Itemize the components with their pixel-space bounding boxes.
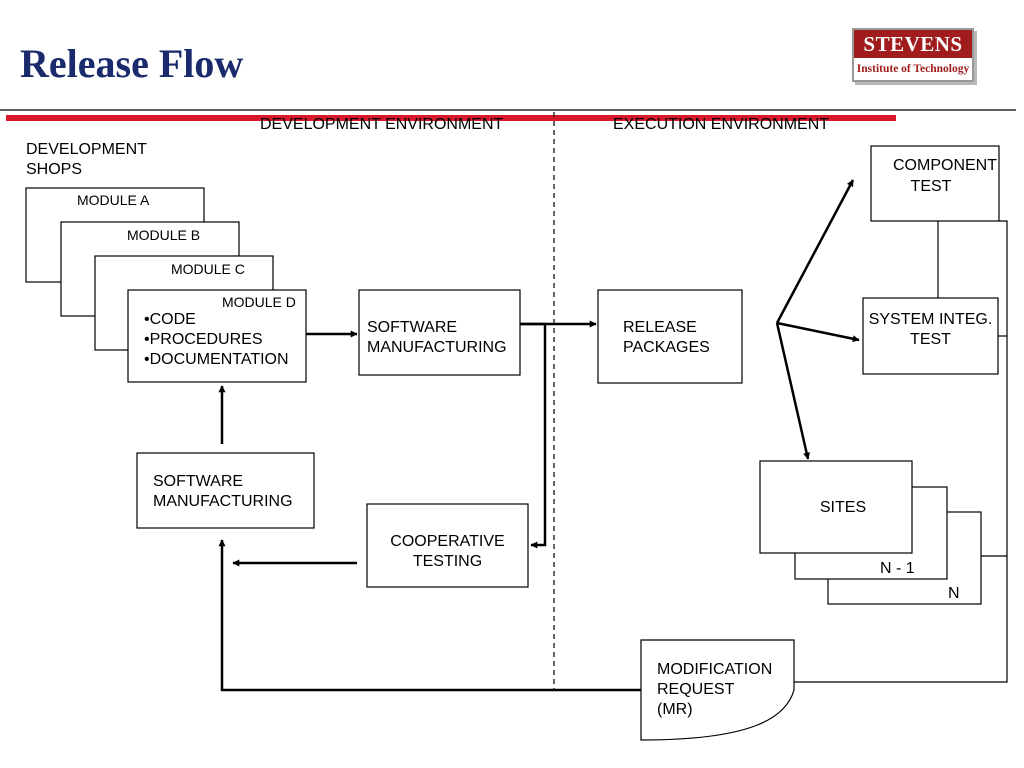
release-packages-line-1: RELEASE	[623, 319, 697, 336]
system-integ-test-line-1: SYSTEM INTEG.	[868, 311, 993, 328]
cooperative-testing-line-1: COOPERATIVE	[390, 533, 505, 550]
logo-subtitle: Institute of Technology	[856, 63, 970, 75]
development-shops-line-1: DEVELOPMENT	[26, 141, 147, 158]
sites-box	[759, 460, 913, 554]
modification-request-shape	[640, 639, 795, 741]
release-packages-line-2: PACKAGES	[623, 339, 710, 356]
cooperative-testing-line-2: TESTING	[412, 553, 483, 570]
development-shops-line-2: SHOPS	[26, 161, 83, 178]
execution-environment-label: EXECUTION ENVIRONMENT	[613, 116, 830, 133]
module-d-label: MODULE D	[222, 294, 296, 310]
module-d-box	[127, 289, 307, 383]
sites-n-minus-1-label: N - 1	[880, 560, 915, 577]
sites-n-label: N	[948, 585, 960, 602]
arrow-fan-to-component	[775, 179, 855, 324]
module-content-documentation: •DOCUMENTATION	[144, 351, 289, 368]
slide-title: Release Flow	[20, 41, 244, 86]
component-test-line-2: TEST	[910, 178, 952, 195]
stevens-logo: STEVENS Institute of Technology	[852, 28, 974, 82]
module-b-label: MODULE B	[127, 227, 201, 243]
software-manufacturing-top-line-2: MANUFACTURING	[367, 339, 507, 356]
software-manufacturing-bottom-box	[136, 452, 315, 529]
modification-request-line-3: (MR)	[657, 701, 693, 718]
module-content-code: •CODE	[144, 311, 196, 328]
arrow-manufacturing-to-cooperative	[520, 322, 547, 549]
development-environment-label: DEVELOPMENT ENVIRONMENT	[260, 116, 504, 133]
component-test-box	[870, 145, 1000, 222]
module-c-label: MODULE C	[171, 261, 245, 277]
software-manufacturing-bottom-line-1: SOFTWARE	[153, 473, 244, 490]
module-content-procedures: •PROCEDURES	[144, 331, 263, 348]
modification-request-line-2: REQUEST	[657, 681, 735, 698]
sites-label: SITES	[819, 499, 867, 516]
software-manufacturing-bottom-line-2: MANUFACTURING	[153, 493, 293, 510]
software-manufacturing-top-line-1: SOFTWARE	[367, 319, 458, 336]
component-test-line-1: COMPONENT	[893, 157, 997, 174]
system-integ-test-line-2: TEST	[910, 331, 951, 348]
arrow-fan-to-sites	[775, 322, 811, 460]
logo-name: STEVENS	[854, 30, 972, 58]
cooperative-testing-box	[366, 503, 529, 588]
right-feedback-connector	[794, 220, 1008, 683]
software-manufacturing-top-box	[358, 289, 521, 376]
modification-request-line-1: MODIFICATION	[657, 661, 773, 678]
arrow-mr-to-manufacturing	[218, 539, 641, 692]
module-a-label: MODULE A	[77, 192, 150, 208]
release-packages-box	[597, 289, 743, 384]
arrow-fan-to-system	[776, 321, 860, 343]
